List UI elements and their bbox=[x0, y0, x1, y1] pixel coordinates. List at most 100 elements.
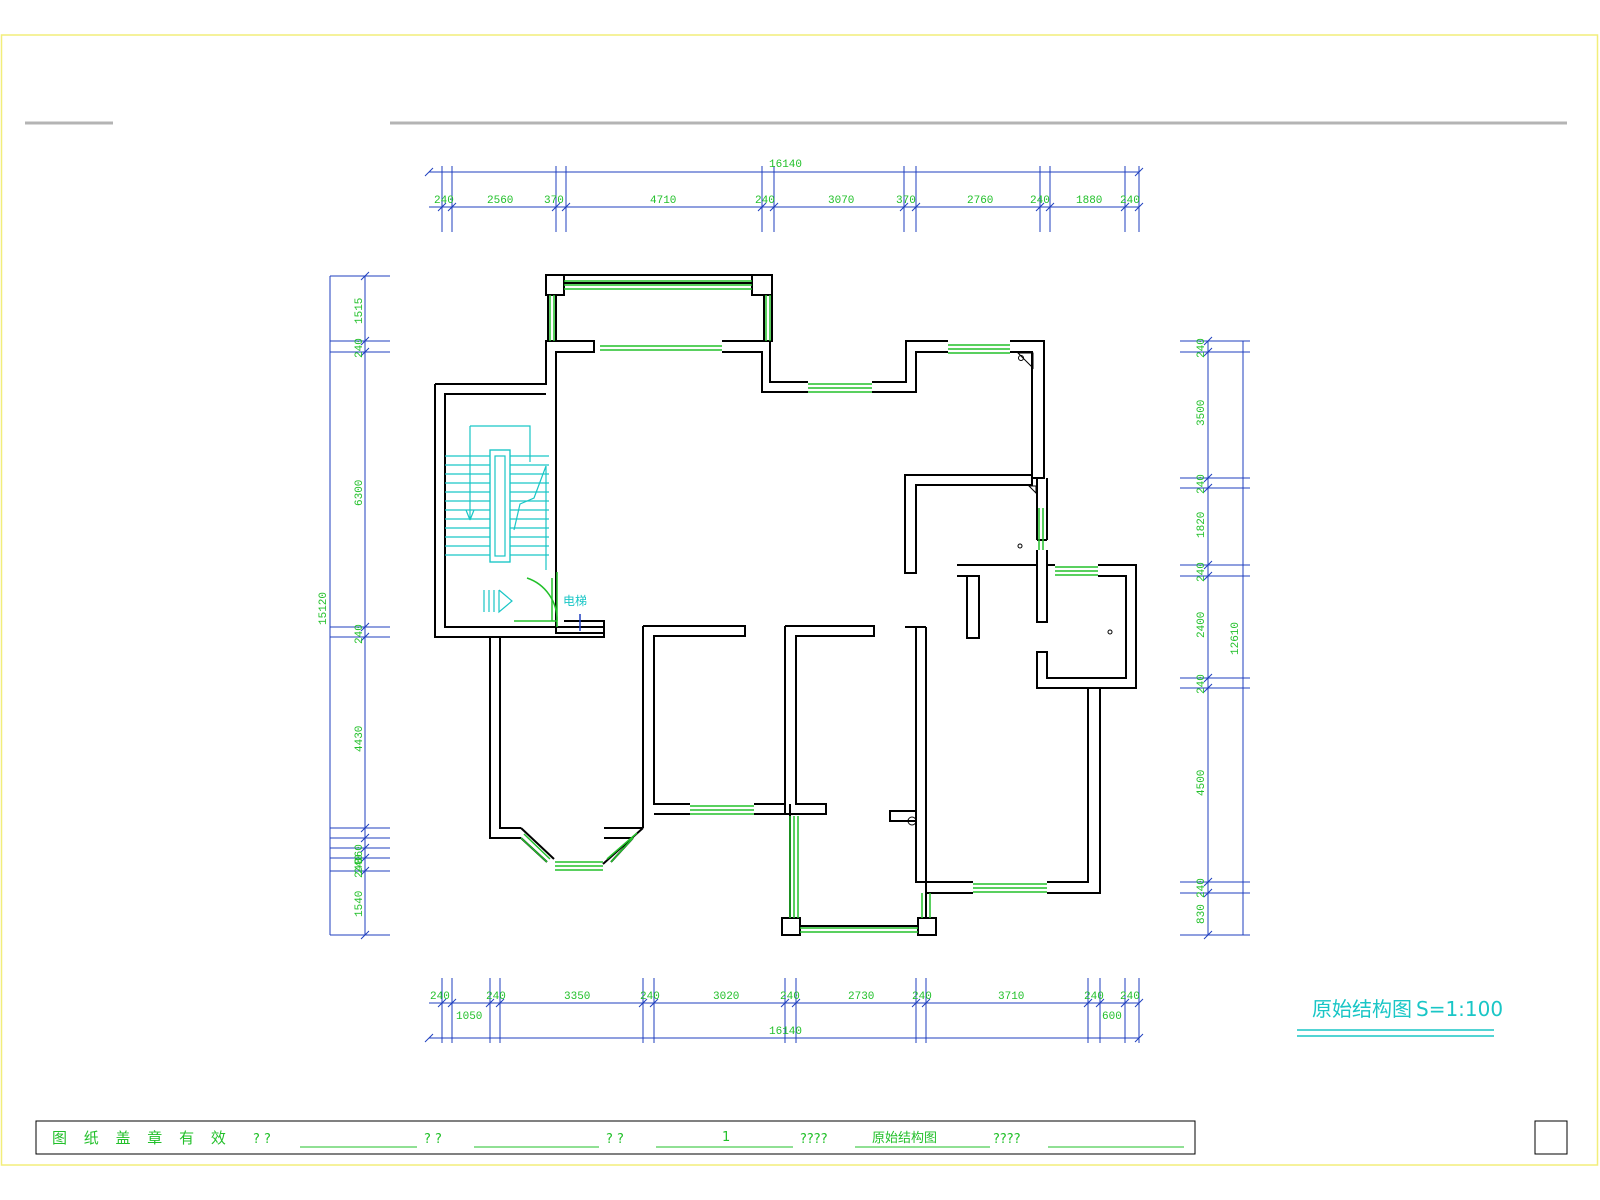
top-dim-tick-slash bbox=[447, 202, 457, 212]
bottom-dim-tick-slash bbox=[1083, 998, 1093, 1008]
right-dim-label: 240 bbox=[1196, 338, 1208, 358]
bottom-dim-tick-slash bbox=[911, 998, 921, 1008]
windows bbox=[520, 280, 1098, 933]
title-block bbox=[35, 1120, 1196, 1155]
bottom-dim-label: 240 bbox=[430, 991, 450, 1003]
dim-bottom-sub-left: 1050 bbox=[456, 1011, 482, 1023]
left-dim-label: 1540 bbox=[354, 891, 366, 917]
bottom-dim-tick-slash bbox=[791, 998, 801, 1008]
bottom-dim-label: 2730 bbox=[848, 991, 874, 1003]
right-dim-label: 240 bbox=[1196, 562, 1208, 582]
tb-value-3: 1 bbox=[722, 1130, 730, 1145]
left-dim-tick-slash bbox=[360, 843, 370, 853]
right-dim-label: 240 bbox=[1196, 474, 1208, 494]
right-dimension-ticks bbox=[1180, 336, 1250, 940]
bottom-dim-tick-slash bbox=[921, 998, 931, 1008]
dim-top-total: 16140 bbox=[769, 159, 802, 171]
bottom-total-tick-slash bbox=[1134, 1033, 1144, 1043]
right-dim-label: 3500 bbox=[1196, 400, 1208, 426]
top-total-tick-slash bbox=[1134, 167, 1144, 177]
bottom-total-tick-slash bbox=[424, 1033, 434, 1043]
top-dim-label: 2560 bbox=[487, 195, 513, 207]
right-dim-label: 2400 bbox=[1196, 612, 1208, 638]
top-dim-tick-slash bbox=[769, 202, 779, 212]
dim-right-total: 12610 bbox=[1230, 622, 1242, 655]
top-dim-label: 4710 bbox=[650, 195, 676, 207]
bottom-dim-tick-slash bbox=[649, 998, 659, 1008]
bottom-dim-tick-slash bbox=[1120, 998, 1130, 1008]
top-dim-label: 240 bbox=[1120, 195, 1140, 207]
top-dim-tick-slash bbox=[1134, 202, 1144, 212]
tb-label-4: ???? bbox=[800, 1132, 828, 1147]
tb-label-5: ???? bbox=[993, 1132, 1021, 1147]
tb-label-1: ? ? bbox=[253, 1132, 271, 1147]
tb-label-3: ? ? bbox=[606, 1132, 624, 1147]
left-dim-label: 240 bbox=[354, 854, 366, 874]
right-dim-label: 4500 bbox=[1196, 770, 1208, 796]
left-dim-label: 240 bbox=[354, 858, 366, 878]
top-dim-label: 240 bbox=[755, 195, 775, 207]
left-dim-tick-slash bbox=[360, 632, 370, 642]
bottom-dim-label: 3350 bbox=[564, 991, 590, 1003]
bottom-dim-tick-slash bbox=[437, 998, 447, 1008]
top-dim-tick-slash bbox=[899, 202, 909, 212]
dim-bottom-total: 16140 bbox=[769, 1026, 802, 1038]
left-dim-label: 1515 bbox=[354, 298, 366, 324]
right-dim-tick-slash bbox=[1203, 673, 1213, 683]
left-dim-tick-slash bbox=[360, 336, 370, 346]
bottom-dim-tick-slash bbox=[485, 998, 495, 1008]
left-dim-tick-slash bbox=[360, 823, 370, 833]
top-dim-label: 240 bbox=[1030, 195, 1050, 207]
right-dim-tick-slash bbox=[1203, 877, 1213, 887]
bottom-dim-label: 240 bbox=[640, 991, 660, 1003]
left-dim-label: 240 bbox=[354, 624, 366, 644]
bottom-dim-label: 240 bbox=[1120, 991, 1140, 1003]
top-dim-tick-slash bbox=[1045, 202, 1055, 212]
dimension-lines bbox=[329, 171, 1244, 1039]
top-dim-tick-slash bbox=[561, 202, 571, 212]
top-dim-label: 3070 bbox=[828, 195, 854, 207]
bottom-dim-tick-slash bbox=[495, 998, 505, 1008]
bottom-dim-label: 3710 bbox=[998, 991, 1024, 1003]
bottom-dim-tick-slash bbox=[1134, 998, 1144, 1008]
left-dim-tick-slash bbox=[360, 347, 370, 357]
bottom-dim-tick-slash bbox=[638, 998, 648, 1008]
drawing-title: 原始结构图 bbox=[1312, 997, 1412, 1021]
elevator-label: 电梯 bbox=[563, 594, 587, 608]
stamp-note: 图 纸 盖 章 有 效 bbox=[52, 1129, 232, 1147]
top-dim-tick-slash bbox=[757, 202, 767, 212]
sheet-border bbox=[0, 34, 1599, 1166]
right-dim-tick-slash bbox=[1203, 888, 1213, 898]
corner-box bbox=[1534, 1120, 1568, 1155]
tb-value-4: 原始结构图 bbox=[872, 1131, 937, 1146]
top-dim-tick-slash bbox=[911, 202, 921, 212]
top-dim-tick-slash bbox=[551, 202, 561, 212]
staircase bbox=[445, 425, 549, 614]
right-dim-label: 240 bbox=[1196, 674, 1208, 694]
right-dim-tick-slash bbox=[1203, 473, 1213, 483]
bottom-dim-tick-slash bbox=[447, 998, 457, 1008]
dim-bottom-sub-right: 600 bbox=[1102, 1011, 1122, 1023]
top-dim-label: 370 bbox=[544, 195, 564, 207]
top-dim-label: 370 bbox=[896, 195, 916, 207]
top-total-tick-slash bbox=[424, 167, 434, 177]
left-dim-tick-slash bbox=[360, 271, 370, 281]
top-dimension-ticks bbox=[424, 166, 1144, 232]
drawing-scale: S=1:100 bbox=[1416, 997, 1503, 1021]
top-dim-tick-slash bbox=[1035, 202, 1045, 212]
elevator-door bbox=[514, 572, 558, 627]
top-dim-label: 240 bbox=[434, 195, 454, 207]
right-dim-tick-slash bbox=[1203, 483, 1213, 493]
left-dim-tick-slash bbox=[360, 853, 370, 863]
right-dim-tick-slash bbox=[1203, 571, 1213, 581]
walls bbox=[434, 274, 1137, 936]
right-dim-tick-slash bbox=[1203, 336, 1213, 346]
left-dim-tick-slash bbox=[360, 930, 370, 940]
right-dim-tick-slash bbox=[1203, 683, 1213, 693]
left-dim-label: 360 bbox=[354, 844, 366, 864]
right-dim-label: 240 bbox=[1196, 878, 1208, 898]
left-dim-tick-slash bbox=[360, 833, 370, 843]
